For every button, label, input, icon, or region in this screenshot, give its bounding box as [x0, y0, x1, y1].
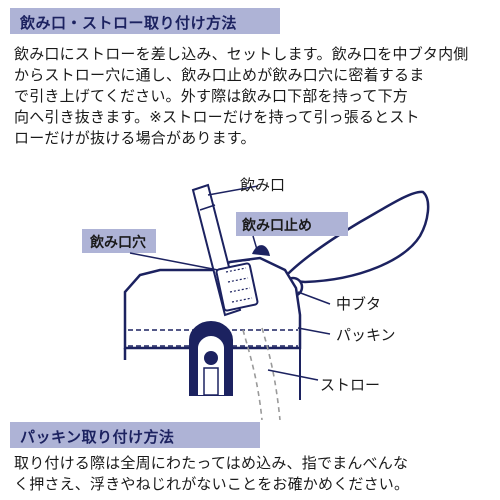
flip-cap	[279, 190, 430, 284]
label-straw: ストロー	[320, 376, 380, 394]
mouthpiece-stopper	[252, 245, 270, 256]
section-header-gasket-installation: パッキン取り付け方法	[10, 422, 260, 448]
label-inner-lid: 中ブタ	[336, 295, 381, 313]
mouthpiece	[191, 183, 259, 317]
section-title: 飲み口・ストロー取り付け方法	[20, 14, 238, 32]
label-gasket: パッキン	[336, 326, 396, 344]
label-mouthpiece-hole: 飲み口穴	[89, 234, 146, 251]
section-header-straw-installation: 飲み口・ストロー取り付け方法	[10, 8, 280, 34]
label-mouthpiece-stopper: 飲み口止め	[241, 217, 312, 234]
straw	[242, 329, 263, 420]
section-title: パッキン取り付け方法	[20, 428, 175, 446]
instruction-paragraph: 取り付ける際は全周にわたってはめ込み、指でまんべんな く押さえ、浮きやねじれがな…	[14, 454, 410, 493]
lid-assembly-diagram: 飲み口穴 飲み口止め 飲み口 中ブタ パッキン ストロー	[82, 176, 430, 420]
label-mouthpiece: 飲み口	[240, 176, 285, 194]
instruction-paragraph: 飲み口にストローを差し込み、セットします。飲み口を中ブタ内側 からストロー穴に通…	[14, 45, 469, 147]
